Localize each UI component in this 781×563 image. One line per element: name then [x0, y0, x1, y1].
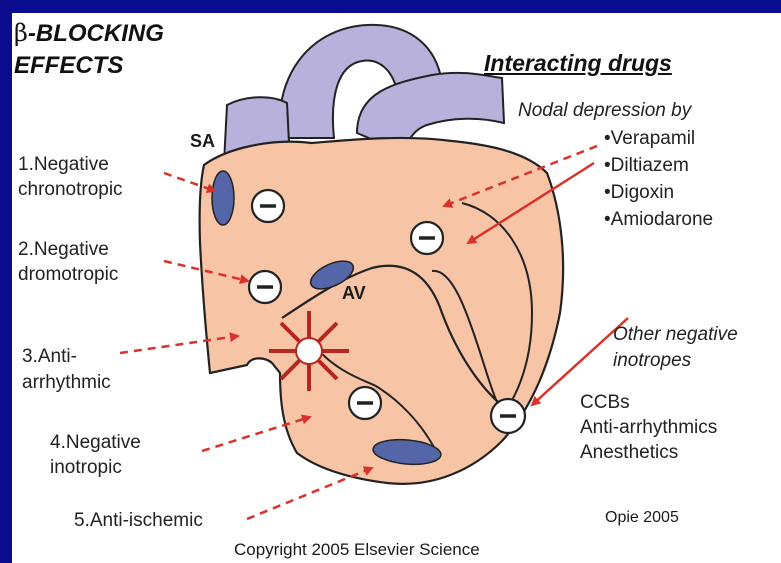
- slide-panel: β-BLOCKING EFFECTS Interacting drugs SA …: [12, 13, 781, 563]
- minus-circle-icon: [349, 387, 381, 419]
- heart-diagram: [12, 13, 781, 563]
- effect-2-line2: dromotropic: [18, 263, 118, 287]
- arrow-antiischemic: [247, 468, 372, 519]
- nodal-heading: Nodal depression by: [518, 99, 691, 123]
- inotropes-heading-line1: Other negative: [613, 323, 738, 347]
- effect-1-line2: chronotropic: [18, 178, 123, 202]
- minus-circle-icon: [252, 190, 284, 222]
- credit-text: Opie 2005: [605, 509, 679, 527]
- inotrope-drug: CCBs: [580, 391, 630, 415]
- minus-circle-icon: [491, 399, 525, 433]
- sa-node: [212, 171, 234, 225]
- nodal-drug: •Diltiazem: [604, 154, 689, 178]
- effect-3-line2: arrhythmic: [22, 371, 111, 395]
- interacting-drugs-heading: Interacting drugs: [484, 49, 672, 78]
- copyright-text: Copyright 2005 Elsevier Science: [234, 540, 480, 560]
- inotrope-drug: Anti-arrhythmics: [580, 416, 717, 440]
- inotropes-heading-line2: inotropes: [613, 349, 691, 373]
- beta-symbol: β: [14, 19, 28, 47]
- slide-title: β-BLOCKING: [14, 19, 164, 48]
- nodal-drug: •Verapamil: [604, 127, 695, 151]
- effect-4-line1: 4.Negative: [50, 431, 141, 455]
- minus-circle-icon: [411, 222, 443, 254]
- av-label: AV: [342, 283, 366, 304]
- effect-3-line1: 3.Anti-: [22, 345, 77, 369]
- title-line2: EFFECTS: [14, 51, 123, 80]
- arrhythmia-starburst-icon: [269, 311, 349, 391]
- inotrope-drug: Anesthetics: [580, 441, 678, 465]
- title-line1: -BLOCKING: [28, 20, 164, 47]
- effect-1-line1: 1.Negative: [18, 153, 109, 177]
- sa-label: SA: [190, 131, 215, 152]
- nodal-drug: •Digoxin: [604, 181, 674, 205]
- nodal-drug: •Amiodarone: [604, 208, 713, 232]
- effect-4-line2: inotropic: [50, 456, 122, 480]
- effect-5-line1: 5.Anti-ischemic: [74, 509, 203, 533]
- effect-2-line1: 2.Negative: [18, 238, 109, 262]
- minus-circle-icon: [249, 271, 281, 303]
